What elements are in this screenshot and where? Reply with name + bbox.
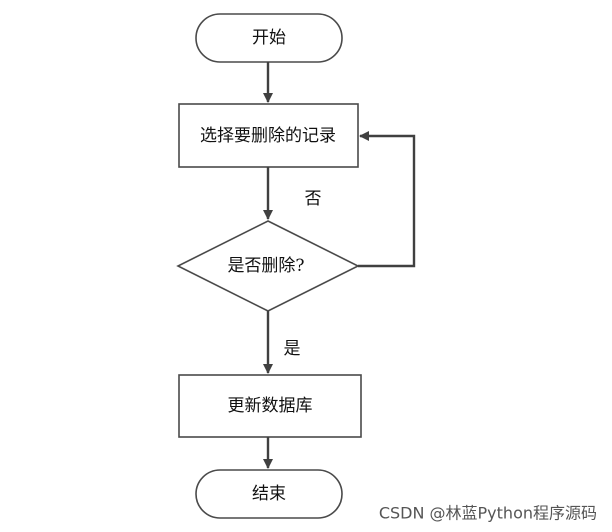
update-database-label: 更新数据库 <box>228 396 313 416</box>
decision-label: 是否删除? <box>227 256 304 276</box>
start-node: 开始 <box>195 13 343 63</box>
decision-node: 是否删除? <box>176 220 360 312</box>
yes-branch-label: 是 <box>284 339 301 359</box>
select-record-node: 选择要删除的记录 <box>178 103 359 168</box>
end-label: 结束 <box>252 484 286 504</box>
end-terminal-shape <box>195 469 343 519</box>
select-record-label: 选择要删除的记录 <box>200 126 336 146</box>
watermark-text: CSDN @林蓝Python程序源码 <box>379 504 597 523</box>
select-record-shape <box>178 103 359 168</box>
update-database-node: 更新数据库 <box>178 374 362 438</box>
end-node: 结束 <box>195 469 343 519</box>
update-database-shape <box>178 374 362 438</box>
start-label: 开始 <box>252 28 286 48</box>
no-branch-label: 否 <box>305 189 322 209</box>
arrow-no-loop-back <box>358 131 416 268</box>
